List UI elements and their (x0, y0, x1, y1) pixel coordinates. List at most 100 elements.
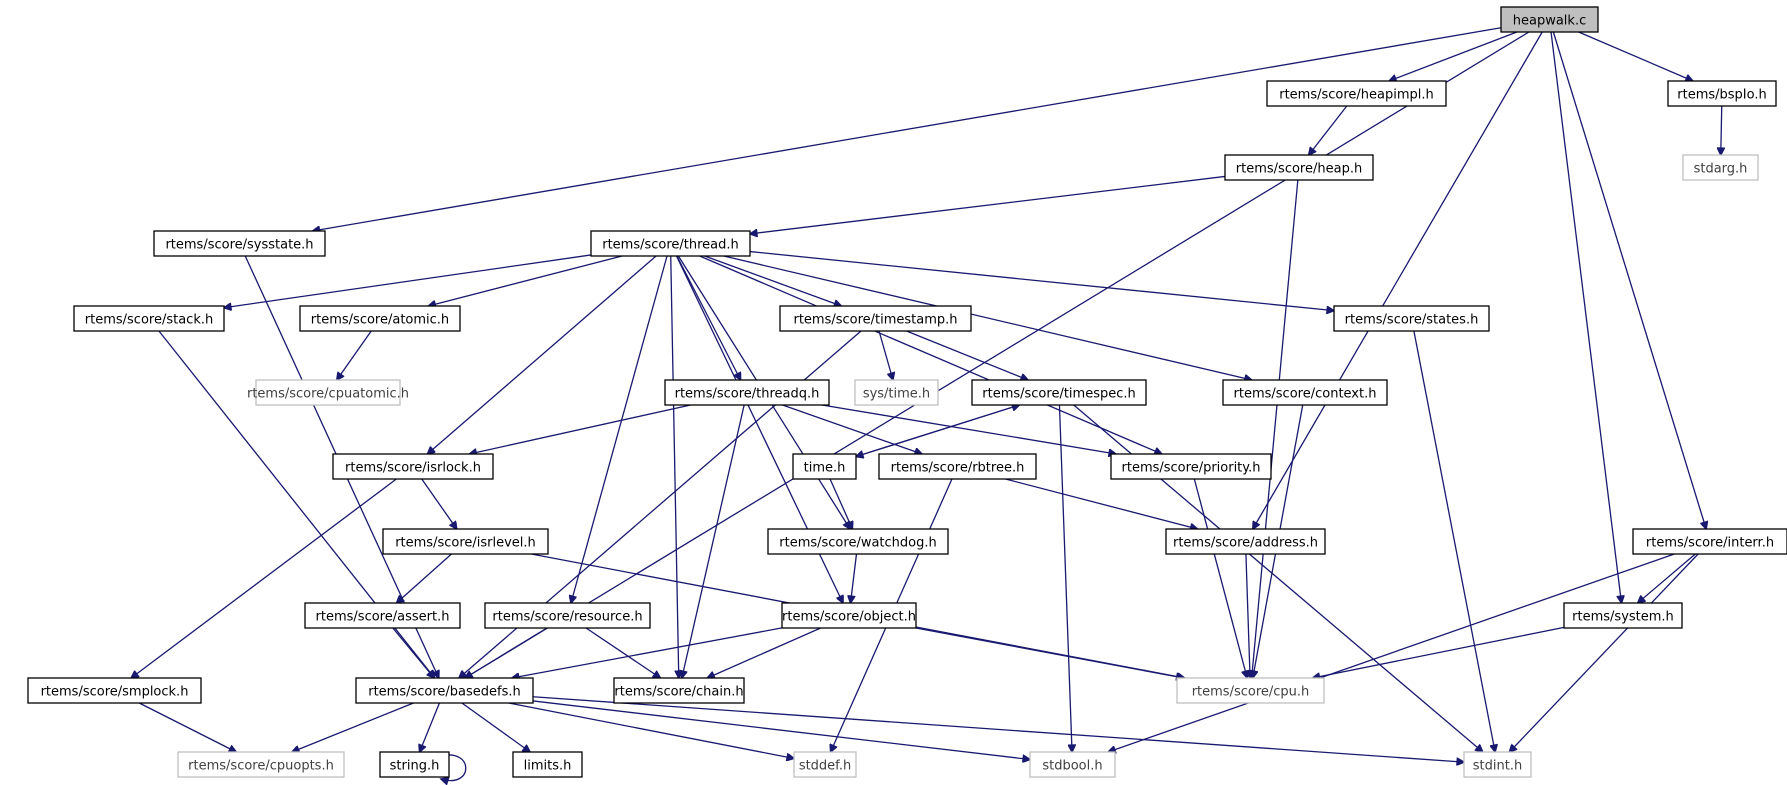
node-systime: sys/time.h (854, 379, 939, 406)
edge-object-to-chain (707, 627, 821, 678)
edge-line (131, 478, 397, 678)
edge-thread-to-object (675, 255, 843, 603)
node-priority[interactable]: rtems/score/priority.h (1110, 453, 1272, 480)
edge-basedefs-to-limits (461, 702, 530, 752)
edge-line (699, 255, 1162, 454)
edge-heap-to-thread (750, 175, 1226, 233)
node-box (299, 305, 461, 332)
edge-line (682, 404, 745, 678)
edge-line (585, 627, 660, 678)
node-isrlock[interactable]: rtems/score/isrlock.h (332, 453, 494, 480)
node-label: rtems/score/thread.h (602, 238, 739, 253)
node-isrlevel[interactable]: rtems/score/isrlevel.h (382, 528, 549, 555)
node-label: rtems/score/states.h (1345, 313, 1479, 328)
node-box (1110, 453, 1272, 480)
edge-line (1058, 404, 1072, 752)
node-label: rtems/score/basedefs.h (368, 685, 521, 700)
node-box (379, 751, 450, 778)
edge-thread-to-resource (571, 255, 668, 603)
edge-isrlock-to-smplock (131, 478, 397, 678)
edge-object-to-cpu (915, 627, 1184, 678)
edge-threadq-to-isrlock (469, 404, 691, 454)
node-string[interactable]: string.h (379, 751, 450, 778)
edge-timeh-to-watchdog (829, 478, 852, 529)
edge-line (224, 254, 592, 308)
edge-line (532, 700, 1030, 760)
node-box (781, 602, 917, 629)
node-heapimpl[interactable]: rtems/score/heapimpl.h (1266, 80, 1447, 107)
edge-timestamp-to-systime (878, 330, 893, 380)
node-bspio[interactable]: rtems/bspIo.h (1667, 80, 1777, 107)
edge-smplock-to-cpuopts (138, 702, 236, 752)
edge-line (392, 627, 434, 678)
node-label: rtems/score/chain.h (614, 685, 743, 700)
node-limits[interactable]: limits.h (512, 751, 583, 778)
edge-object-to-basedefs (512, 627, 783, 678)
node-rbtree[interactable]: rtems/score/rbtree.h (878, 453, 1037, 480)
edge-stack-to-basedefs (158, 330, 435, 678)
node-threadq[interactable]: rtems/score/threadq.h (664, 379, 830, 406)
node-cpuatomic: rtems/score/cpuatomic.h (247, 379, 409, 406)
edge-heapwalk-to-bspio (1578, 31, 1693, 81)
edge-basedefs-to-stddef (508, 702, 794, 758)
node-assert[interactable]: rtems/score/assert.h (304, 602, 461, 629)
node-timeh[interactable]: time.h (792, 453, 857, 480)
node-box (613, 677, 745, 704)
node-box (382, 528, 549, 555)
node-object[interactable]: rtems/score/object.h (781, 602, 917, 629)
node-resource[interactable]: rtems/score/resource.h (484, 602, 651, 629)
node-label: rtems/bspIo.h (1677, 88, 1766, 103)
node-atomic[interactable]: rtems/score/atomic.h (299, 305, 461, 332)
edge-line (461, 702, 530, 752)
node-context[interactable]: rtems/score/context.h (1222, 379, 1388, 406)
node-label: rtems/score/threadq.h (675, 387, 820, 402)
edge-line (906, 330, 1028, 380)
edge-thread-to-timestamp (704, 255, 842, 306)
edge-thread-to-threadq (676, 255, 741, 380)
edge-line (675, 255, 843, 603)
node-box (255, 379, 401, 406)
node-system[interactable]: rtems/system.h (1563, 602, 1683, 629)
node-states[interactable]: rtems/score/states.h (1333, 305, 1490, 332)
node-sysstate[interactable]: rtems/score/sysstate.h (153, 230, 326, 257)
node-label: rtems/score/cpuopts.h (188, 759, 334, 774)
edge-thread-to-atomic (428, 255, 623, 306)
node-timespec[interactable]: rtems/score/timespec.h (971, 379, 1147, 406)
node-box (332, 453, 494, 480)
node-box (1176, 677, 1325, 704)
node-label: sys/time.h (863, 387, 930, 402)
node-heap[interactable]: rtems/score/heap.h (1224, 154, 1374, 181)
edge-system-to-cpu (1313, 626, 1565, 678)
node-box (304, 602, 461, 629)
edge-basedefs-to-string (420, 702, 441, 752)
edge-line (821, 404, 1116, 454)
node-chain[interactable]: rtems/score/chain.h (613, 677, 745, 704)
edge-timestamp-to-timespec (906, 330, 1028, 380)
edge-thread-to-isrlock (427, 255, 657, 454)
edge-assert-to-basedefs (392, 627, 434, 678)
node-heapwalk[interactable]: heapwalk.c (1500, 6, 1599, 33)
node-box (1224, 154, 1374, 181)
node-watchdog[interactable]: rtems/score/watchdog.h (767, 528, 949, 555)
node-basedefs[interactable]: rtems/score/basedefs.h (355, 677, 534, 704)
node-interr[interactable]: rtems/score/interr.h (1632, 528, 1787, 555)
node-label: rtems/score/isrlock.h (345, 461, 481, 476)
edge-heapimpl-to-heap (1309, 105, 1348, 155)
node-timestamp[interactable]: rtems/score/timestamp.h (779, 305, 972, 332)
edge-threadq-to-priority (821, 404, 1116, 454)
node-label: limits.h (524, 759, 572, 774)
node-label: rtems/score/sysstate.h (165, 238, 313, 253)
node-label: stdint.h (1473, 759, 1522, 774)
node-address[interactable]: rtems/score/address.h (1165, 528, 1326, 555)
node-thread[interactable]: rtems/score/thread.h (590, 230, 751, 257)
node-stack[interactable]: rtems/score/stack.h (73, 305, 225, 332)
edge-line (421, 478, 457, 529)
node-smplock[interactable]: rtems/score/smplock.h (27, 677, 202, 704)
edge-line (851, 553, 858, 603)
edge-heapwalk-to-basedefs (465, 31, 1530, 678)
edge-line (1721, 105, 1722, 155)
edge-line (1108, 553, 1675, 752)
edge-timespec-to-stdbool (1058, 404, 1072, 752)
edge-address-to-cpu (1245, 553, 1250, 678)
edge-line (158, 330, 435, 678)
